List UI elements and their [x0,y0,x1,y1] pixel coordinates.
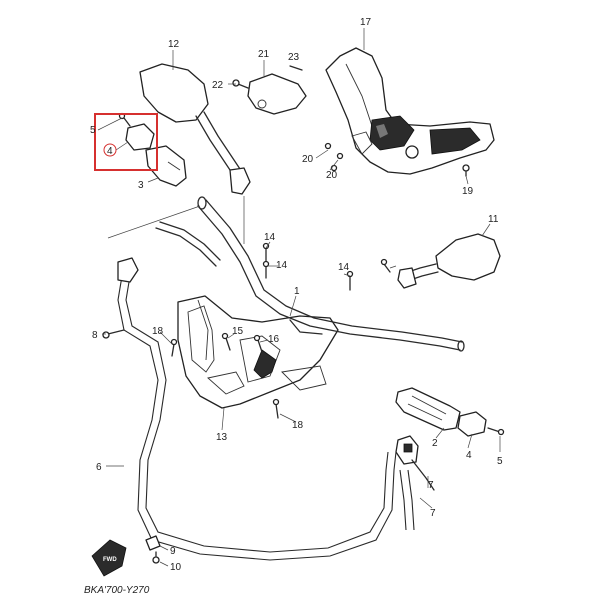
callout-16: 16 [268,334,280,345]
forward-arrow-icon: FWD [91,539,127,577]
callout-11: 11 [488,214,499,225]
callout-6: 6 [96,462,102,473]
callout-7-b: 7 [430,508,436,519]
callout-4-right: 4 [466,450,472,461]
fwd-label: FWD [103,557,117,563]
callout-5-left: 5 [90,125,96,136]
callout-4-circle [103,143,117,157]
callout-12: 12 [168,39,180,50]
highlight-box [94,113,158,171]
catalog-code: BKA'700-Y270 [84,585,150,596]
cover-panel-part[interactable] [247,73,307,115]
screw-20-part[interactable] [324,142,344,172]
screw-10-part[interactable] [152,551,160,564]
bolt-8-part[interactable] [102,329,125,339]
bolt-22-part[interactable] [232,79,249,89]
callout-7-a: 7 [428,480,434,491]
front-top-cover-part[interactable] [325,47,495,175]
left-mirror-part[interactable] [139,63,251,195]
callout-13: 13 [216,432,228,443]
callout-8: 8 [92,330,98,341]
callout-14-b: 14 [276,260,288,271]
brake-cable-right-part[interactable] [399,469,415,531]
bolt-23-part[interactable] [289,65,303,71]
callout-15: 15 [232,326,244,337]
callout-17: 17 [360,17,372,28]
callout-14-a: 14 [264,232,276,243]
callout-18-b: 18 [292,420,304,431]
callout-5-right: 5 [497,456,503,467]
callout-4-left: 4 [107,146,113,157]
callout-10: 10 [170,562,182,573]
callout-labels: 12 21 23 17 22 5 4 3 20 20 19 11 14 14 1… [90,17,503,573]
callout-19: 19 [462,186,474,197]
callout-3: 3 [138,180,144,191]
callout-23: 23 [288,52,300,63]
screw-15-part[interactable] [221,332,231,351]
callout-22: 22 [212,80,224,91]
screw-16-part[interactable] [253,334,263,353]
bolt-19-part[interactable] [462,164,470,177]
grip-end-screw-part[interactable] [487,427,505,436]
callout-9: 9 [170,546,176,557]
right-grip-part[interactable] [395,387,461,431]
right-mirror-part[interactable] [397,233,501,289]
callout-1: 1 [294,286,300,297]
clip-9-part[interactable] [145,535,161,551]
leader-lines [97,28,501,567]
callout-2: 2 [432,438,438,449]
handlebar-tube-part[interactable] [197,196,465,352]
brake-cable-left-part[interactable] [117,257,397,561]
left-weight-part[interactable] [118,112,155,151]
callout-18-a: 18 [152,326,164,337]
callout-14-c: 14 [338,262,350,273]
grip-end-part[interactable] [457,411,487,437]
callout-20-a: 20 [302,154,314,165]
callout-20-b: 20 [326,170,338,181]
callout-21: 21 [258,49,270,60]
screw-14-part[interactable] [262,242,391,291]
screw-18-part[interactable] [170,338,280,419]
handlebar-cover-part[interactable] [177,295,339,409]
